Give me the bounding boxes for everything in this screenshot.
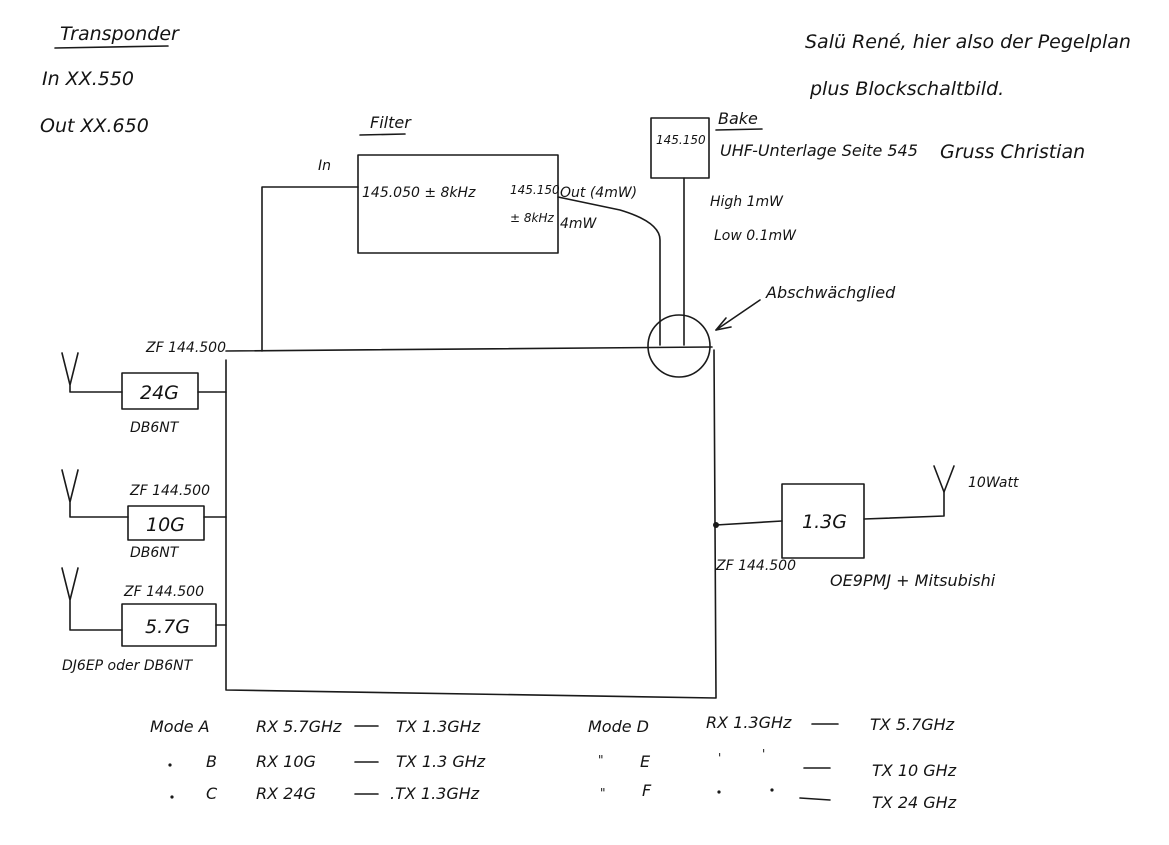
- module-operator-24g: DB6NT: [130, 420, 180, 436]
- ditto-mark: [717, 790, 721, 794]
- module-operator-10g: DB6NT: [130, 545, 180, 561]
- ditto-mark: [168, 763, 172, 767]
- filter-out-freq-a: 145.150: [510, 183, 560, 197]
- right-module-output-line: [863, 491, 945, 520]
- module-band-10g: 10G: [146, 514, 185, 536]
- attenuator: Abschwächglied: [647, 283, 896, 378]
- modes-right: Mode D RX 1.3GHz TX 5.7GHz " E ' ' TX 10…: [588, 713, 957, 812]
- bake-freq: 145.150: [656, 133, 706, 147]
- transponder-title: Transponder: [60, 23, 180, 45]
- antenna-icon: [61, 567, 123, 631]
- filter-out-freq-b: ± 8kHz: [510, 211, 554, 225]
- ditto-mark: ": [598, 753, 604, 767]
- note-line-2: plus Blockschaltbild.: [809, 78, 1004, 100]
- mode-b-rx: RX 10G: [256, 752, 316, 771]
- mode-d-rx: RX 1.3GHz: [706, 713, 792, 732]
- filter-output-line: [557, 196, 661, 346]
- ditto-mark: ': [718, 751, 721, 765]
- mode-a-tx: TX 1.3GHz: [396, 717, 481, 736]
- attenuator-arrow-head: [715, 317, 732, 331]
- filter-heading: Filter: [370, 113, 412, 132]
- antenna-icon: [933, 465, 955, 493]
- note-line-1: Salü René, hier also der Pegelplan: [805, 31, 1131, 53]
- filter-block: Filter In 145.050 ± 8kHz 145.150 ± 8kHz …: [318, 113, 637, 254]
- mode-f-label: F: [642, 781, 652, 800]
- mode-b-label: B: [206, 752, 217, 771]
- antenna-icon: [61, 469, 129, 518]
- filter-in-label: In: [318, 158, 331, 174]
- transponder-in: In XX.550: [42, 68, 134, 90]
- mode-c-tx: .TX 1.3GHz: [390, 784, 480, 803]
- filter-heading-underline: [359, 133, 406, 136]
- left-module-10g: ZF 144.500 10G DB6NT: [61, 469, 227, 561]
- bake-box: [650, 117, 710, 179]
- module-box-1-3g: [781, 483, 865, 559]
- filter-box: [357, 154, 559, 254]
- mode-e-label: E: [640, 752, 651, 771]
- module-if-10g: ZF 144.500: [129, 483, 210, 499]
- bake-heading-underline: [715, 128, 763, 131]
- bake-block: 145.150 Bake UHF-Unterlage Seite 545 Hig…: [650, 109, 918, 244]
- filter-out-power: Out (4mW): [560, 185, 637, 201]
- ditto-mark: ": [600, 786, 606, 800]
- ditto-mark: ': [762, 747, 765, 761]
- transponder-section: Transponder In XX.550 Out XX.650: [40, 23, 180, 137]
- bake-low: Low 0.1mW: [714, 228, 797, 244]
- mode-e-tx: TX 10 GHz: [872, 761, 957, 780]
- mode-c-label: C: [206, 784, 218, 803]
- module-power-1-3g: 10Watt: [968, 475, 1019, 491]
- note-section: Salü René, hier also der Pegelplan plus …: [805, 31, 1131, 163]
- mode-b-tx: TX 1.3 GHz: [396, 752, 486, 771]
- mode-f-tx: TX 24 GHz: [872, 793, 957, 812]
- module-box-10g: [127, 505, 205, 541]
- left-module-24g: 24G DB6NT: [61, 352, 227, 436]
- filter-input-line: [261, 186, 359, 352]
- ditto-mark: [770, 788, 774, 792]
- top-wiring: ZF 144.500: [145, 177, 713, 356]
- main-transponder-box: [225, 349, 717, 699]
- mode-f-dash: [799, 797, 831, 801]
- attenuator-label: Abschwächglied: [765, 283, 896, 302]
- note-greeting: Gruss Christian: [940, 141, 1085, 163]
- attenuator-arrow-shaft: [715, 299, 761, 331]
- if-top-label: ZF 144.500: [145, 340, 226, 356]
- attenuator-circle: [647, 314, 711, 378]
- mode-c-rx: RX 24G: [256, 784, 316, 803]
- right-module-1-3g: 1.3G 10Watt ZF 144.500 OE9PMJ + Mitsubis…: [713, 465, 1019, 590]
- module-if-5-7g: ZF 144.500: [123, 584, 204, 600]
- module-band-24g: 24G: [140, 382, 179, 404]
- mode-a-label: Mode A: [150, 717, 210, 736]
- mode-d-tx: TX 5.7GHz: [870, 715, 955, 734]
- module-band-1-3g: 1.3G: [802, 511, 847, 533]
- module-if-1-3g: ZF 144.500: [715, 558, 796, 574]
- ditto-mark: [170, 795, 174, 799]
- bake-heading: Bake: [718, 109, 758, 128]
- module-operator-5-7g: DJ6EP oder DB6NT: [62, 658, 194, 674]
- modes-left: Mode A RX 5.7GHz TX 1.3GHz B RX 10G TX 1…: [150, 717, 486, 803]
- mode-a-rx: RX 5.7GHz: [256, 717, 342, 736]
- filter-power: 4mW: [560, 216, 598, 232]
- left-module-5-7g: ZF 144.500 5.7G DJ6EP oder DB6NT: [61, 567, 227, 674]
- filter-in-freq: 145.050 ± 8kHz: [362, 185, 476, 201]
- bake-reference: UHF-Unterlage Seite 545: [720, 141, 918, 160]
- module-box-24g: [121, 372, 199, 410]
- module-band-5-7g: 5.7G: [145, 616, 190, 638]
- right-module-input-line: [715, 520, 783, 526]
- module-operator-1-3g: OE9PMJ + Mitsubishi: [830, 571, 996, 590]
- bake-high: High 1mW: [710, 194, 784, 210]
- mode-d-label: Mode D: [588, 717, 649, 736]
- if-bus-line: [225, 346, 713, 352]
- transponder-out: Out XX.650: [40, 115, 149, 137]
- antenna-icon: [61, 352, 123, 393]
- transponder-title-underline: [54, 45, 169, 49]
